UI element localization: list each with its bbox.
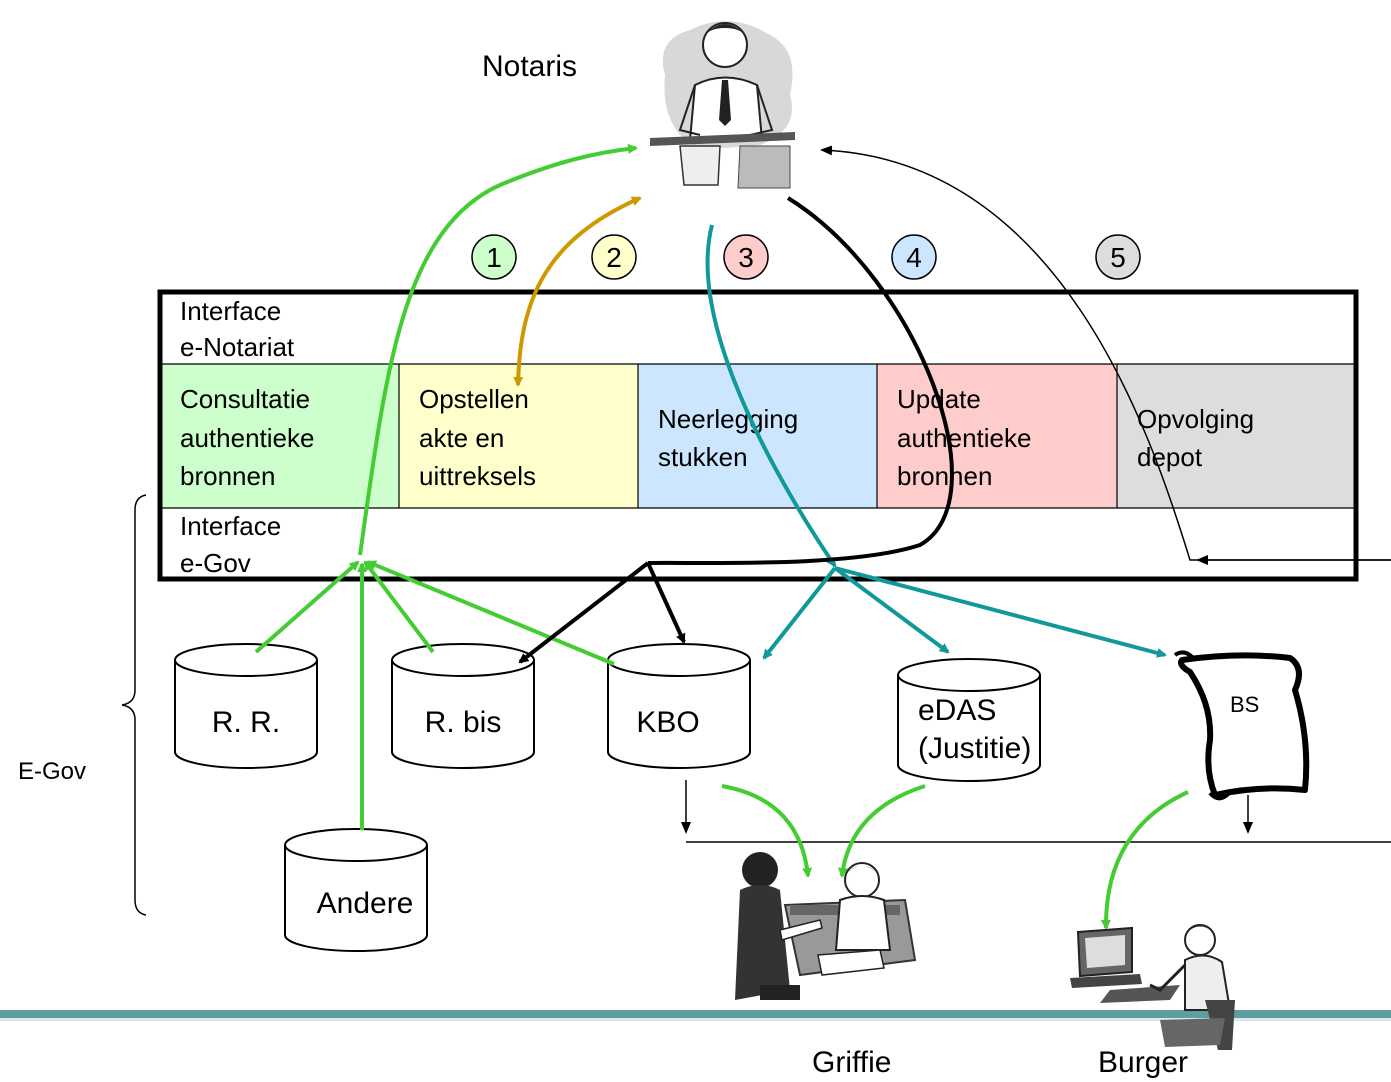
svg-text:3: 3 bbox=[738, 242, 754, 273]
module-opstellen-label: Opstellen akte en uittreksels bbox=[419, 384, 536, 491]
black-arrow-kbo bbox=[646, 562, 686, 644]
step-3-marker: 3 bbox=[723, 234, 769, 280]
griffie-label: Griffie bbox=[812, 1046, 891, 1079]
svg-text:5: 5 bbox=[1110, 242, 1126, 273]
notary-icon bbox=[650, 21, 795, 189]
bottom-bar-shadow bbox=[0, 1018, 1391, 1021]
teal-arrow-bs bbox=[834, 566, 1167, 658]
burger-icon bbox=[1070, 924, 1235, 1050]
green-arrow-rr bbox=[254, 560, 360, 654]
interface-egov-label: Interface e-Gov bbox=[180, 511, 288, 578]
svg-text:KBO: KBO bbox=[636, 706, 699, 739]
gold-arrow-opstellen bbox=[513, 196, 642, 387]
step-5-marker: 5 bbox=[1095, 234, 1141, 280]
green-arrow-rbis bbox=[363, 560, 435, 654]
step-4-marker: 4 bbox=[891, 234, 937, 280]
module-neerlegging-label: Neerlegging stukken bbox=[658, 404, 805, 472]
griffie-icon bbox=[735, 852, 917, 1000]
svg-text:2: 2 bbox=[606, 242, 622, 273]
svg-text:1: 1 bbox=[486, 242, 502, 273]
svg-text:(Justitie): (Justitie) bbox=[918, 732, 1031, 765]
notary-label: Notaris bbox=[482, 50, 577, 83]
burger-label: Burger bbox=[1098, 1046, 1188, 1079]
step-1-marker: 1 bbox=[471, 234, 517, 280]
database-kbo: KBO bbox=[607, 643, 751, 769]
green-arrow-kbo-griffie bbox=[721, 784, 813, 878]
teal-arrow-kbo bbox=[762, 566, 837, 660]
black-arrow-rbis bbox=[518, 561, 650, 664]
module-opvolging-label: Opvolging depot bbox=[1137, 404, 1261, 472]
bs-label: BS bbox=[1230, 692, 1259, 717]
bs-scroll-icon bbox=[1173, 650, 1310, 801]
green-arrow-bs-burger bbox=[1100, 790, 1189, 930]
database-rbis: R. bis bbox=[391, 643, 535, 769]
platform-box bbox=[157, 289, 1359, 582]
step-2-marker: 2 bbox=[591, 234, 637, 280]
interface-notariat-label: Interface e-Notariat bbox=[180, 296, 295, 362]
green-arrow-notary bbox=[358, 143, 638, 556]
svg-text:4: 4 bbox=[906, 242, 922, 273]
module-update bbox=[877, 364, 1117, 508]
svg-text:Andere: Andere bbox=[317, 887, 414, 920]
svg-text:eDAS: eDAS bbox=[918, 694, 996, 727]
module-consultatie bbox=[160, 364, 399, 508]
teal-arrow-edas bbox=[833, 566, 950, 654]
svg-text:R. R.: R. R. bbox=[212, 706, 280, 739]
black-arrow-main bbox=[647, 196, 954, 566]
module-opstellen bbox=[399, 364, 638, 508]
svg-text:R. bis: R. bis bbox=[425, 706, 502, 739]
egov-brace bbox=[121, 494, 147, 916]
green-arrow-edas-griffie bbox=[838, 784, 926, 878]
module-opvolging bbox=[1117, 364, 1356, 508]
module-consultatie-label: Consultatie authentieke bronnen bbox=[180, 384, 322, 491]
database-andere: Andere bbox=[284, 828, 428, 952]
bottom-bar bbox=[0, 1010, 1391, 1018]
green-arrow-kbo bbox=[366, 560, 615, 666]
opvolging-return-line bbox=[820, 145, 1391, 561]
database-rr: R. R. bbox=[174, 643, 318, 769]
database-edas: eDAS (Justitie) bbox=[897, 658, 1041, 782]
egov-label: E-Gov bbox=[18, 758, 86, 785]
teal-arrow-main bbox=[705, 224, 837, 568]
